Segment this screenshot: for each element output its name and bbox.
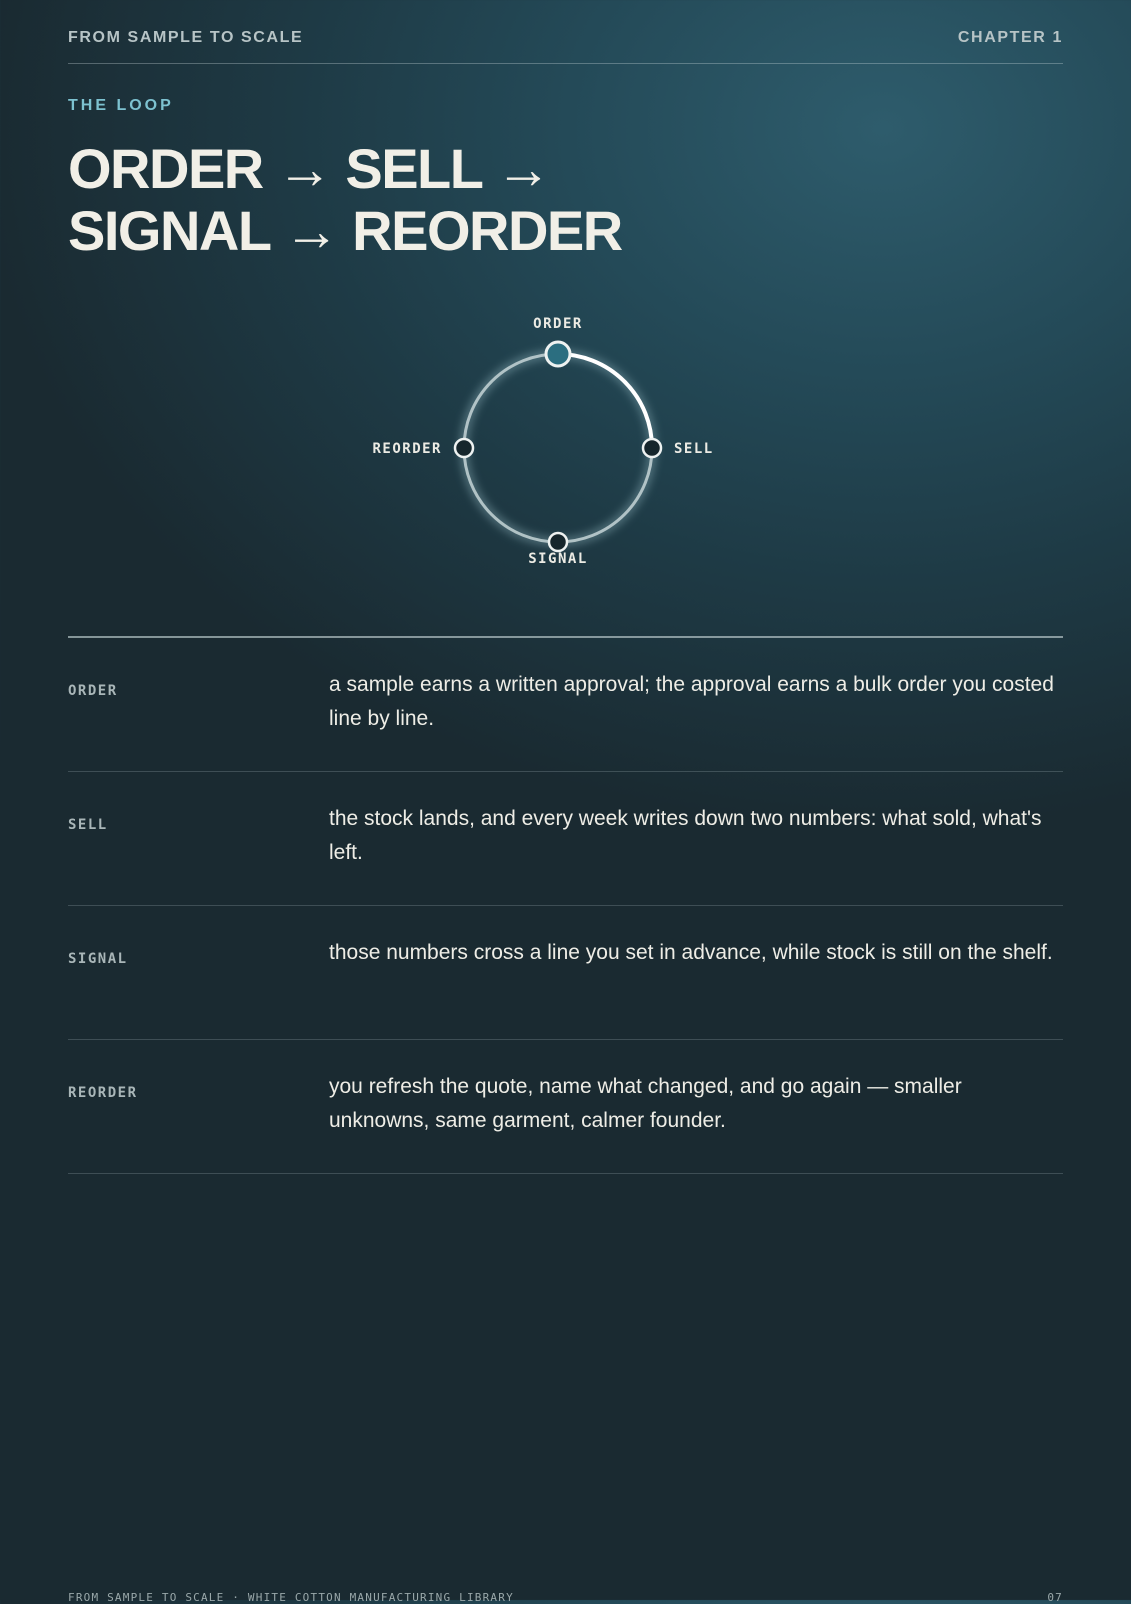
node-sell: [641, 437, 663, 459]
running-footer: FROM SAMPLE TO SCALE · WHITE COTTON MANU…: [68, 1591, 1063, 1604]
node-label-order: ORDER: [533, 316, 583, 332]
page: FROM SAMPLE TO SCALE CHAPTER 1 THE LOOP …: [68, 0, 1063, 1604]
node-reorder: [453, 437, 475, 459]
step-key: SELL: [68, 817, 108, 833]
step-row-reorder: REORDER you refresh the quote, name what…: [68, 1040, 1063, 1174]
chapter-label: CHAPTER 1: [957, 29, 1063, 46]
node-label-sell: SELL: [674, 441, 714, 457]
step-key: SIGNAL: [68, 951, 128, 967]
page-number: 07: [1047, 1591, 1063, 1604]
loop-diagram: ORDER SELL SIGNAL REORDER: [348, 305, 768, 575]
step-description: you refresh the quote, name what changed…: [329, 1075, 962, 1132]
footer-credit: FROM SAMPLE TO SCALE · WHITE COTTON MANU…: [68, 1591, 514, 1604]
step-key: ORDER: [68, 683, 118, 699]
step-row-signal: SIGNAL those numbers cross a line you se…: [68, 906, 1063, 1040]
steps-list: ORDER a sample earns a written approval;…: [68, 638, 1063, 1174]
steps-top-rule: [68, 636, 1063, 638]
node-signal: [547, 531, 569, 553]
title-line-1: ORDER → SELL →: [68, 137, 552, 200]
active-arc: [556, 352, 654, 450]
step-row-sell: SELL the stock lands, and every week wri…: [68, 772, 1063, 906]
loop-diagram-svg: ORDER SELL SIGNAL REORDER: [372, 316, 714, 567]
step-description: those numbers cross a line you set in ad…: [329, 941, 1053, 964]
book-title: FROM SAMPLE TO SCALE: [68, 29, 304, 46]
running-header: FROM SAMPLE TO SCALE CHAPTER 1: [68, 28, 1063, 48]
node-order: [544, 340, 572, 368]
title-line-2: SIGNAL → REORDER: [68, 199, 623, 262]
section-eyebrow: THE LOOP: [68, 97, 174, 114]
step-key: REORDER: [68, 1085, 138, 1101]
step-row-order: ORDER a sample earns a written approval;…: [68, 638, 1063, 772]
page-title: ORDER → SELL → SIGNAL → REORDER: [68, 138, 768, 262]
node-label-signal: SIGNAL: [528, 551, 588, 567]
header-divider: [68, 63, 1063, 64]
step-description: the stock lands, and every week writes d…: [329, 807, 1042, 864]
node-label-reorder: REORDER: [372, 441, 442, 457]
step-description: a sample earns a written approval; the a…: [329, 673, 1054, 730]
